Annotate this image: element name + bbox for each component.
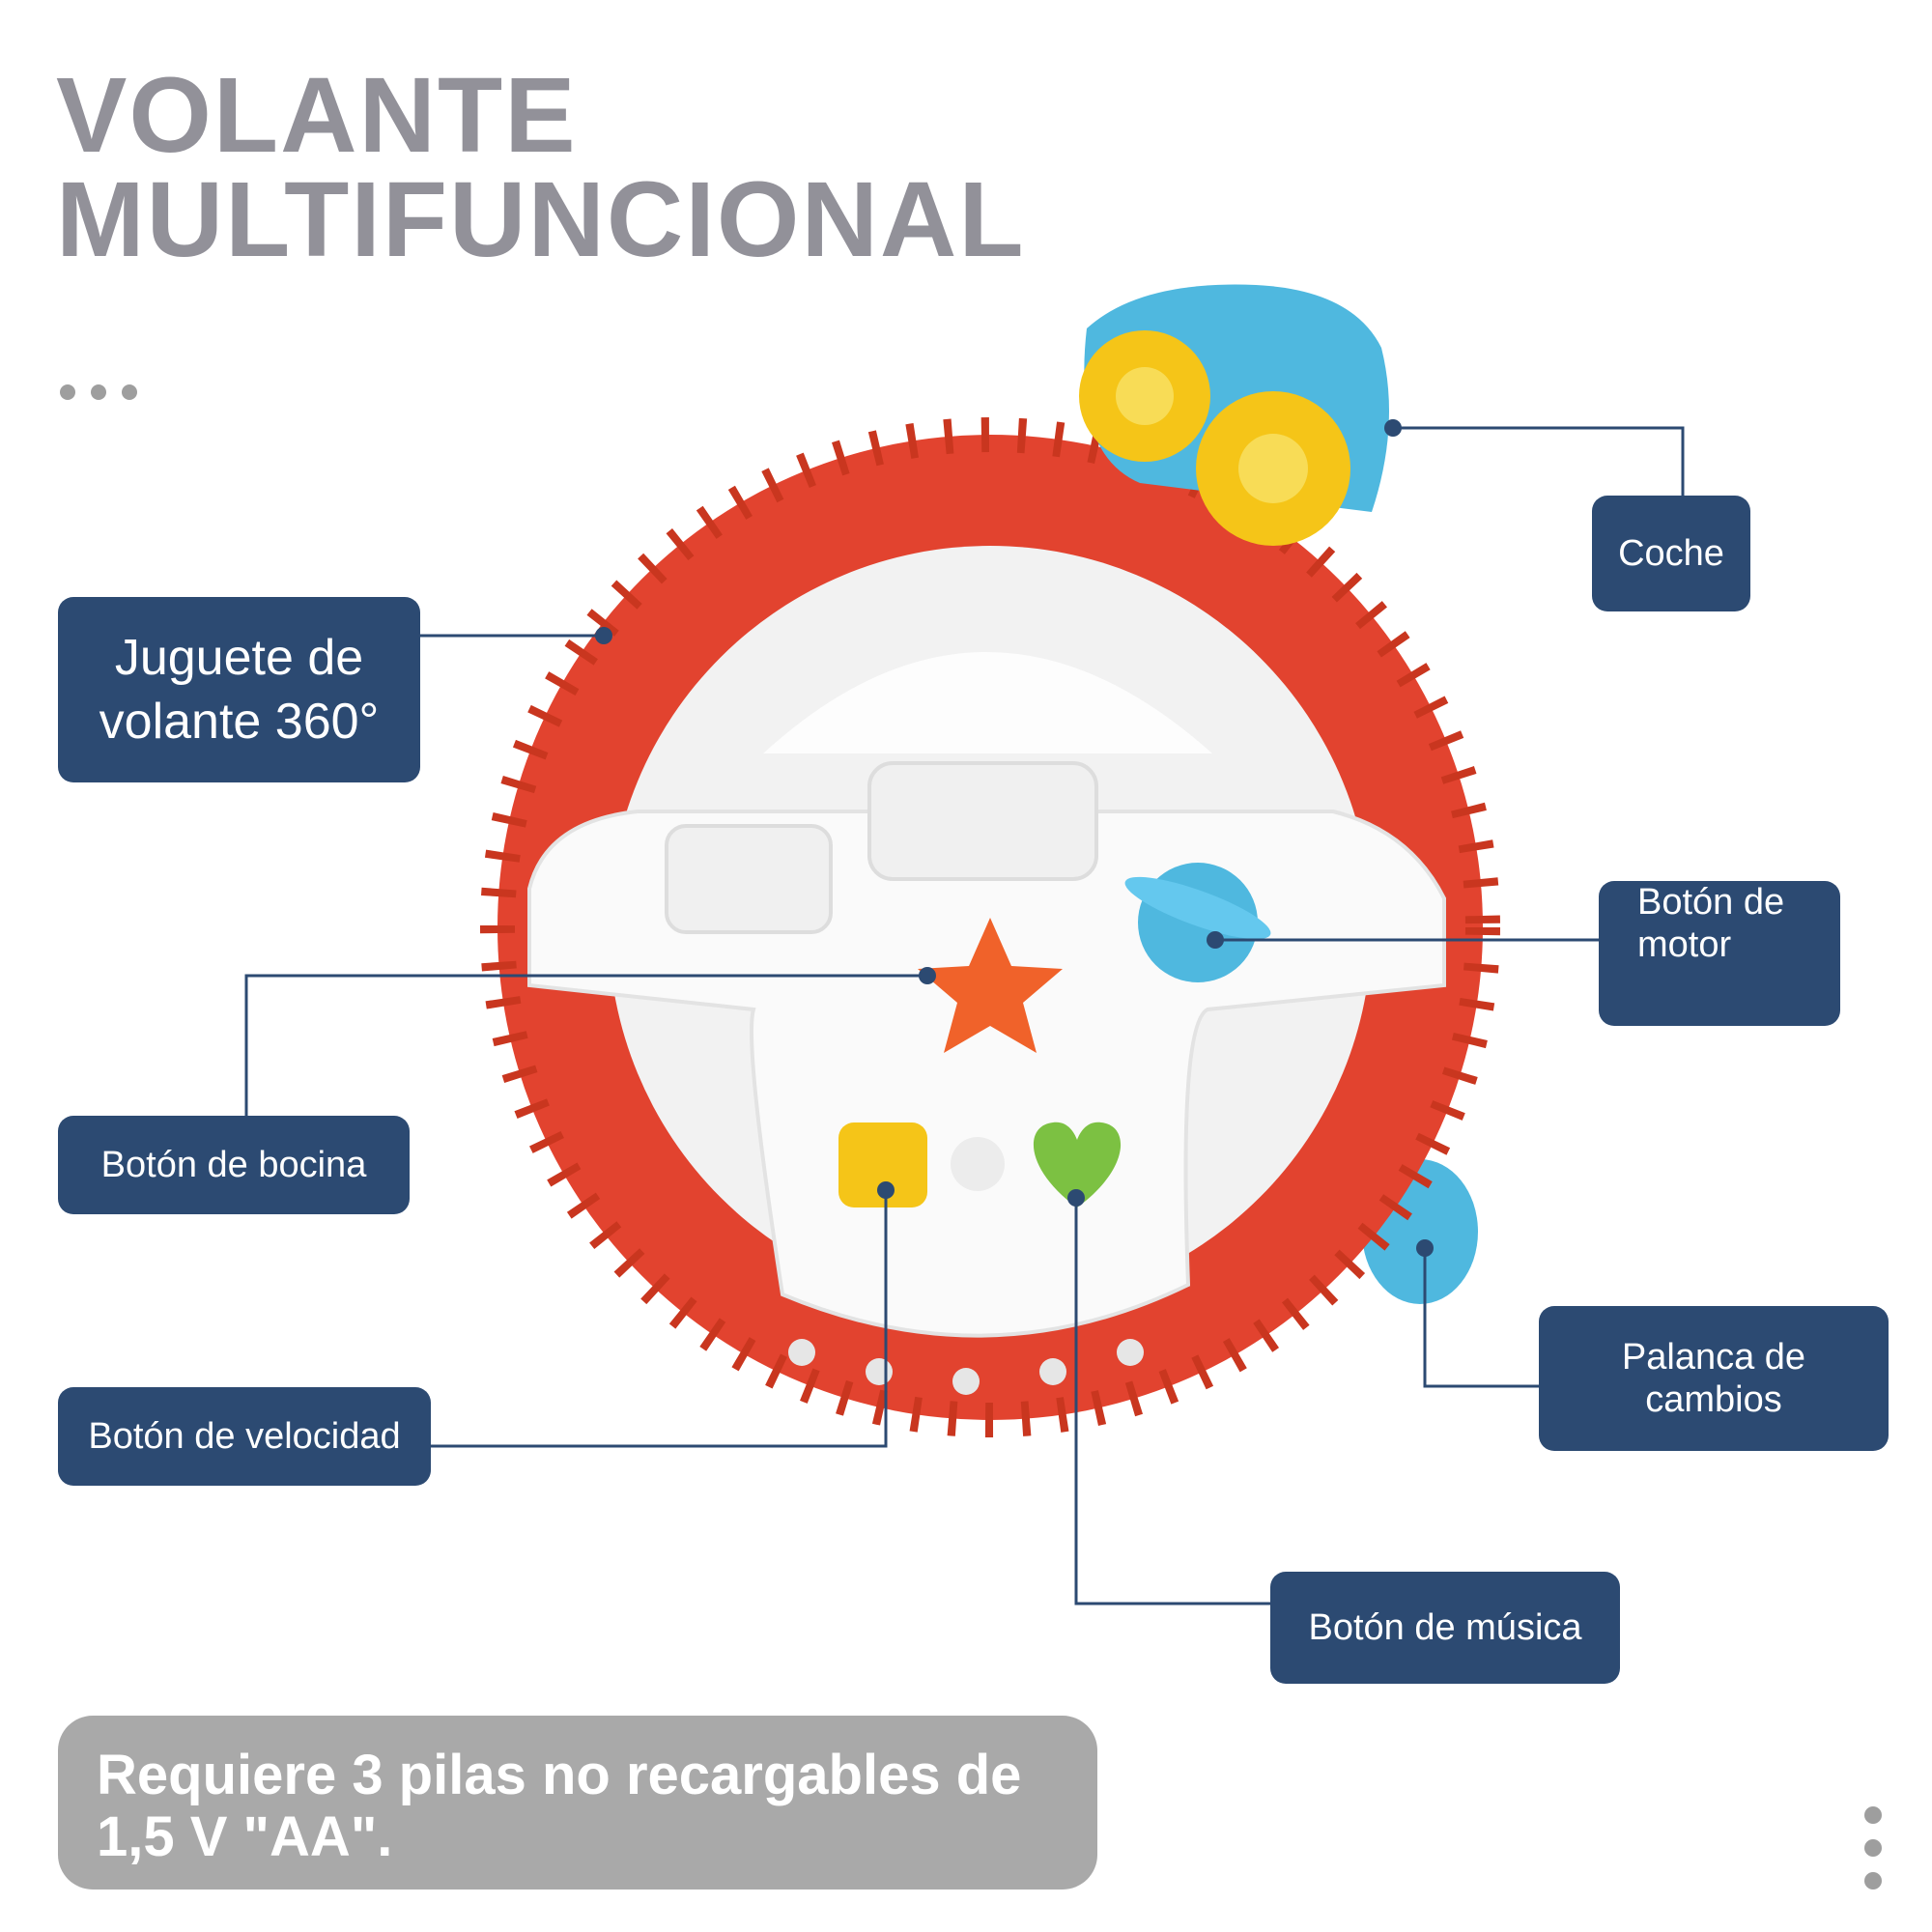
callout-palanca: Palanca de cambios — [1539, 1306, 1889, 1451]
horizontal-dots-icon — [60, 384, 137, 400]
callout-palanca-line-2: cambios — [1645, 1379, 1782, 1420]
callout-velocidad-label: Botón de velocidad — [88, 1416, 401, 1457]
callout-palanca-line-1: Palanca de — [1621, 1337, 1806, 1378]
callout-coche: Coche — [1592, 496, 1750, 611]
title-line-1: VOLANTE — [56, 56, 578, 175]
page-title: VOLANTE MULTIFUNCIONAL — [56, 56, 1026, 279]
speed-button-icon — [838, 1122, 927, 1208]
callout-juguete-line-1: Juguete de — [114, 630, 364, 686]
callout-bocina: Botón de bocina — [58, 1116, 410, 1214]
callout-musica-label: Botón de música — [1308, 1607, 1582, 1648]
battery-note-line-2: 1,5 V "AA". — [97, 1805, 393, 1868]
horn-star-icon — [918, 918, 1063, 1053]
callout-motor-line-2: motor — [1637, 924, 1732, 965]
vertical-dots-icon — [1864, 1806, 1882, 1889]
wheel-grip-ridges — [480, 417, 1500, 1437]
callout-musica: Botón de música — [1270, 1572, 1620, 1684]
callout-motor: Botón de motor — [1599, 881, 1840, 1026]
callout-motor-line-1: Botón de — [1637, 882, 1785, 923]
battery-requirement-note: Requiere 3 pilas no recargables de 1,5 V… — [58, 1716, 1097, 1889]
callout-juguete-volante: Juguete de volante 360° — [58, 597, 420, 782]
callout-velocidad: Botón de velocidad — [58, 1387, 431, 1486]
callout-juguete-line-2: volante 360° — [99, 694, 380, 750]
center-light — [951, 1137, 1005, 1191]
toy-car-icon — [1079, 284, 1389, 546]
dashboard-panel — [763, 652, 1212, 753]
left-panel-detail — [665, 824, 833, 934]
speaker-grille — [867, 761, 1098, 881]
callout-bocina-label: Botón de bocina — [100, 1145, 367, 1185]
callout-coche-label: Coche — [1618, 533, 1724, 574]
battery-note-line-1: Requiere 3 pilas no recargables de — [97, 1744, 1022, 1806]
music-heart-icon — [1033, 1122, 1122, 1208]
title-line-2: MULTIFUNCIONAL — [56, 160, 1026, 279]
